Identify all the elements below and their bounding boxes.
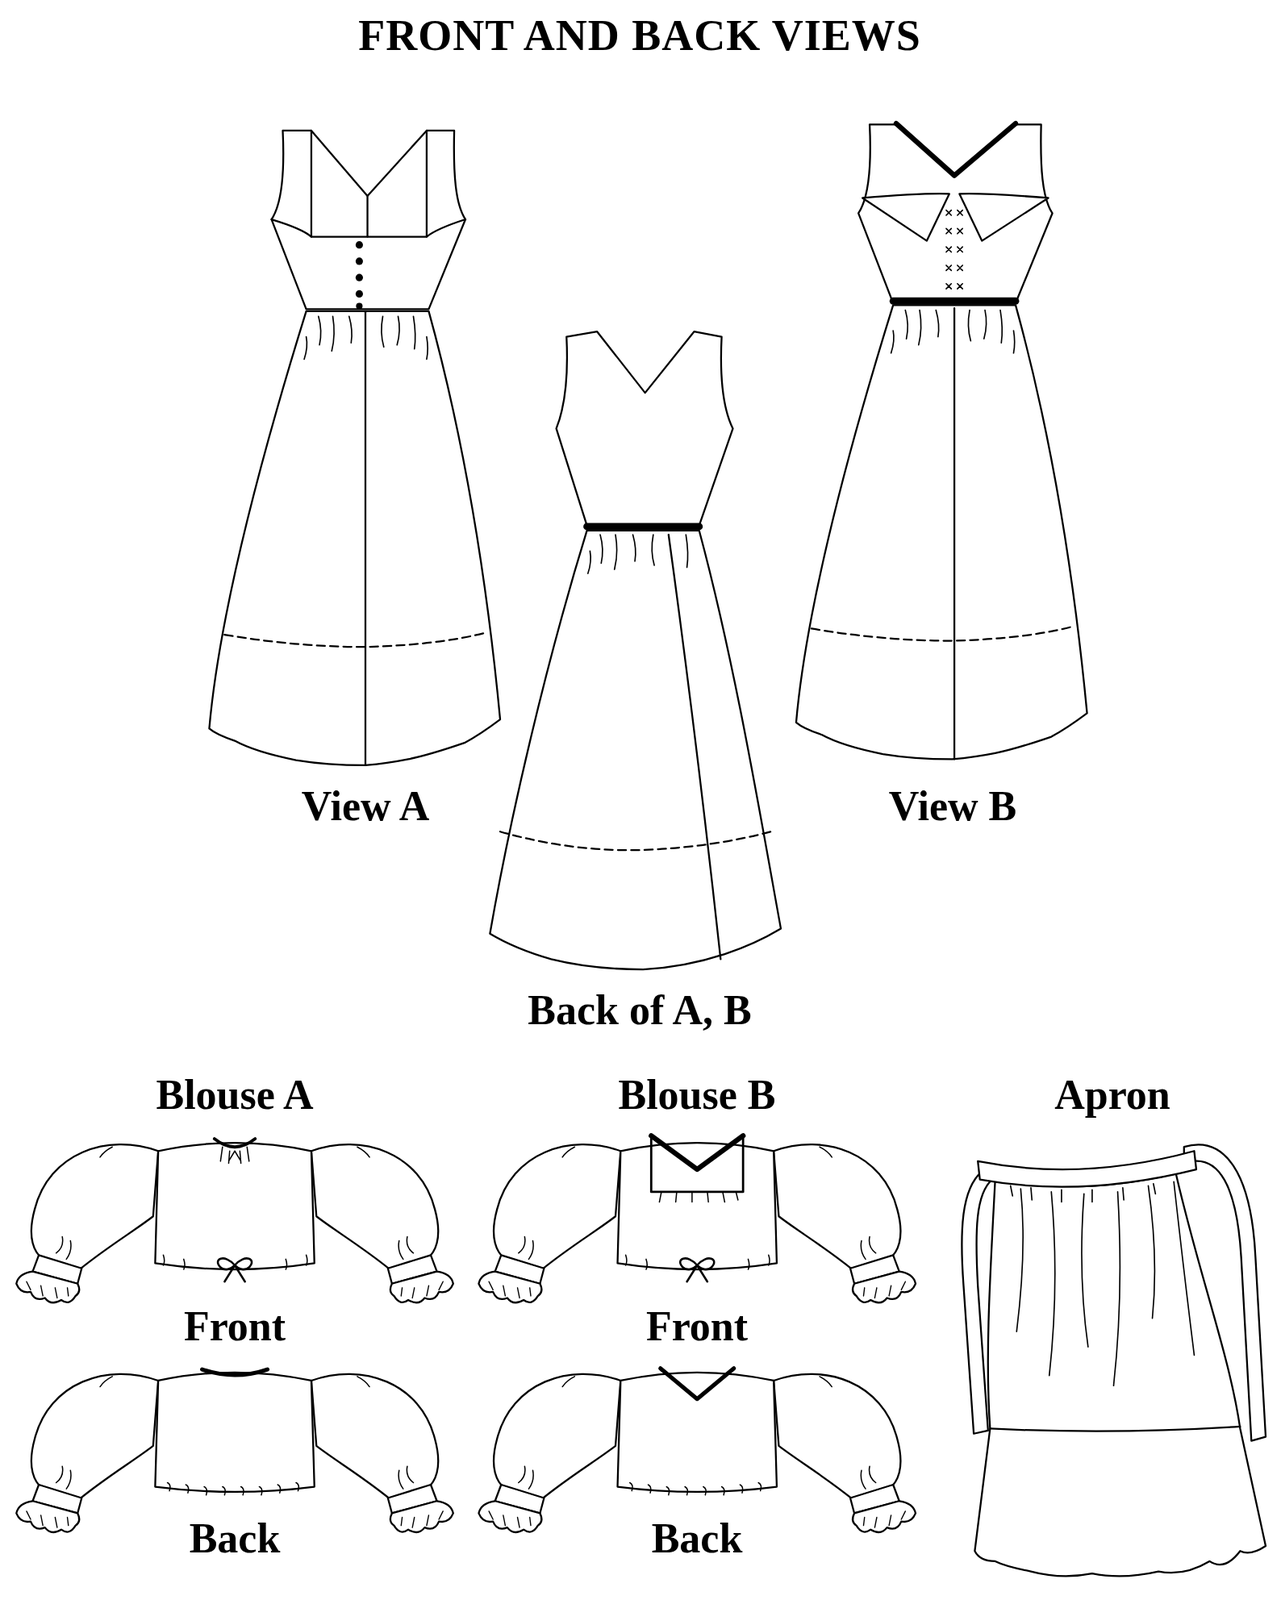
view-label: Apron xyxy=(1054,1074,1171,1117)
dress-view-a xyxy=(208,130,501,766)
view-label: Front xyxy=(646,1306,748,1348)
blouse-a-back xyxy=(16,1369,454,1533)
dress-view-b xyxy=(796,123,1088,760)
view-label: View B xyxy=(888,785,1017,828)
view-label: Blouse A xyxy=(155,1074,313,1117)
view-label: Back xyxy=(189,1518,281,1561)
view-label: View A xyxy=(301,785,430,828)
dress-back-view xyxy=(489,331,781,970)
view-label: Front xyxy=(183,1306,286,1348)
apron xyxy=(961,1144,1266,1577)
blouse-b-front xyxy=(478,1135,916,1303)
blouse-a-front xyxy=(16,1139,454,1303)
view-label: Back of A, B xyxy=(527,989,752,1032)
page-title: FRONT AND BACK VIEWS xyxy=(358,13,922,58)
blouse-b-back xyxy=(478,1368,916,1533)
view-label: Blouse B xyxy=(617,1074,776,1117)
view-label: Back xyxy=(651,1518,743,1561)
